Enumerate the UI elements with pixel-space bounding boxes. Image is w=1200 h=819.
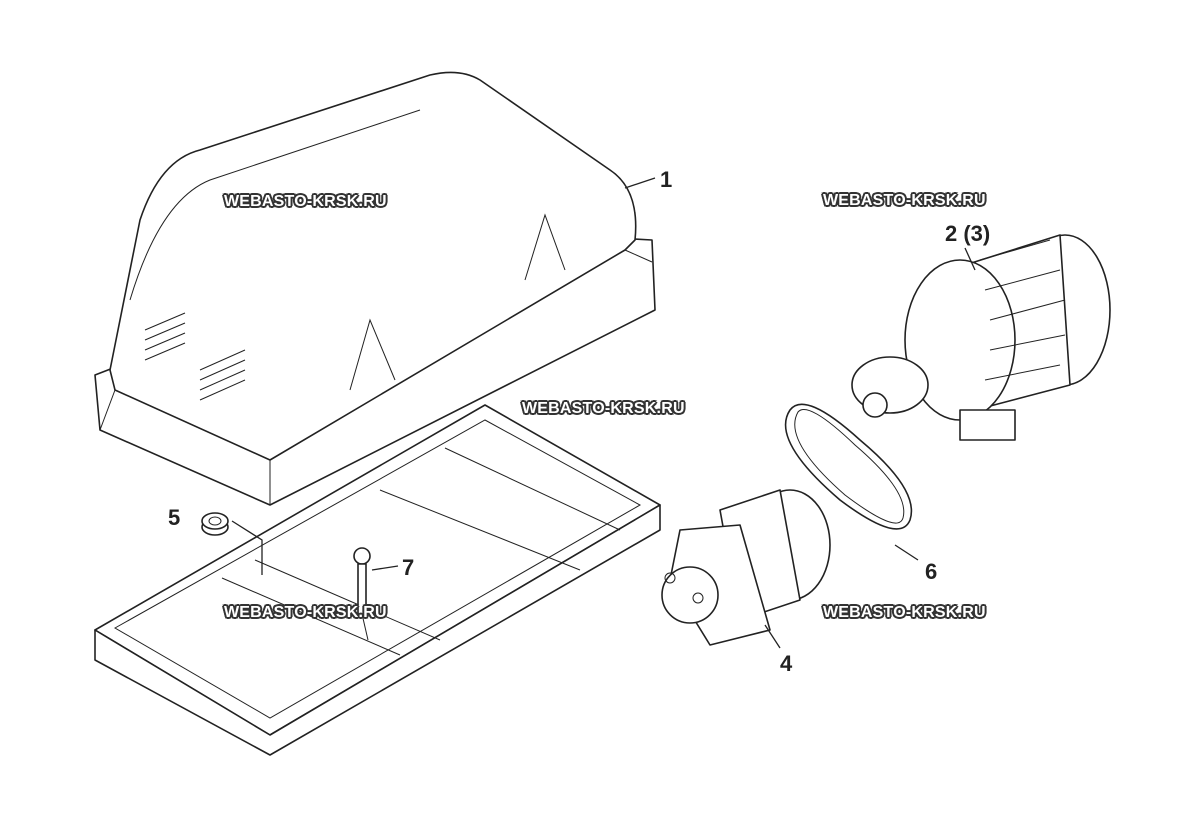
watermark: WEBASTO-KRSK.RU [522,400,685,417]
grommet-part [201,512,229,536]
watermark: WEBASTO-KRSK.RU [823,192,986,209]
cover-part [94,71,656,506]
alternator-part [851,234,1111,441]
leader-lines [231,177,976,649]
callout-5: 5 [168,505,181,530]
watermark: WEBASTO-KRSK.RU [823,604,986,621]
callout-2: 2 (3) [945,221,991,246]
compressor-part [661,489,831,646]
belt-part [784,403,913,530]
callout-7: 7 [402,555,415,580]
callout-6: 6 [925,559,938,584]
bolt-part [353,547,371,641]
callout-1: 1 [660,167,673,192]
watermark: WEBASTO-KRSK.RU [224,604,387,621]
base-frame-part [94,404,661,756]
watermark: WEBASTO-KRSK.RU [224,193,387,210]
callout-4: 4 [780,651,793,676]
